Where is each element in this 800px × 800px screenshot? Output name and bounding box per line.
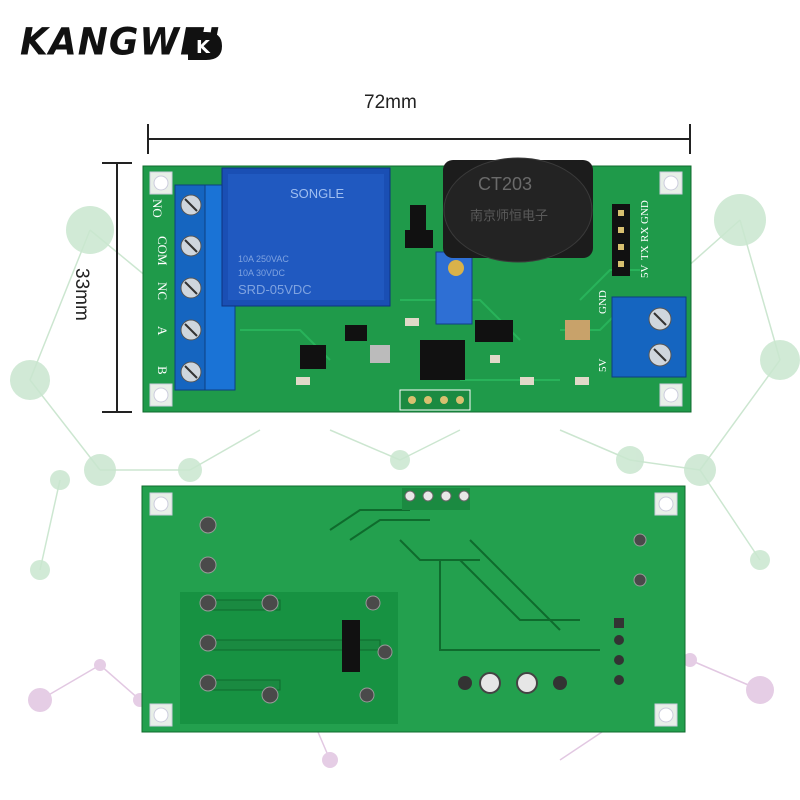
height-dimension-line xyxy=(116,163,118,412)
back-board xyxy=(141,485,686,733)
terminal-label-com: COM xyxy=(155,236,170,266)
terminal-label-nc: NC xyxy=(155,282,170,300)
header-label-5v: 5V xyxy=(639,265,651,279)
power-label-gnd: GND xyxy=(597,290,609,314)
current-transformer: CT203 南京师恒电子 xyxy=(443,157,593,263)
height-dimension-tick-top xyxy=(102,162,132,164)
power-label-5v: 5V xyxy=(597,359,609,373)
width-dimension-line xyxy=(148,138,690,140)
brand-badge-letter: K xyxy=(196,37,211,58)
height-dimension-tick-bottom xyxy=(102,411,132,413)
terminal-label-a: A xyxy=(155,326,170,336)
width-dimension-tick-right xyxy=(689,124,691,154)
width-dimension-tick-left xyxy=(147,124,149,154)
brand-name: KANGWEI xyxy=(20,20,221,65)
relay-line-1: 10A 250VAC xyxy=(238,254,289,264)
width-dimension-label: 72mm xyxy=(364,92,417,113)
pin-header: 5V TX RX GND xyxy=(612,200,651,278)
relay-line-3: SRD-05VDC xyxy=(238,282,312,297)
sensor-model-label: CT203 xyxy=(478,174,532,194)
relay-line-2: 10A 30VDC xyxy=(238,268,286,278)
header-label-tx: TX xyxy=(639,245,651,260)
brand-badge-icon: K xyxy=(188,32,222,60)
relay: SONGLE 10A 250VAC 10A 30VDC SRD-05VDC xyxy=(221,167,391,307)
header-label-rx: RX xyxy=(639,227,651,242)
header-label-gnd: GND xyxy=(639,200,651,224)
relay-brand: SONGLE xyxy=(290,186,345,201)
terminal-label-b: B xyxy=(155,366,170,375)
terminal-label-no: NO xyxy=(150,199,165,218)
front-board: NO COM NC A B SONGLE 10A 250VAC 10A 30VD… xyxy=(142,157,692,413)
screw-terminal-block-right: GND 5V xyxy=(597,290,687,378)
sensor-maker-label: 南京师恒电子 xyxy=(470,208,548,224)
